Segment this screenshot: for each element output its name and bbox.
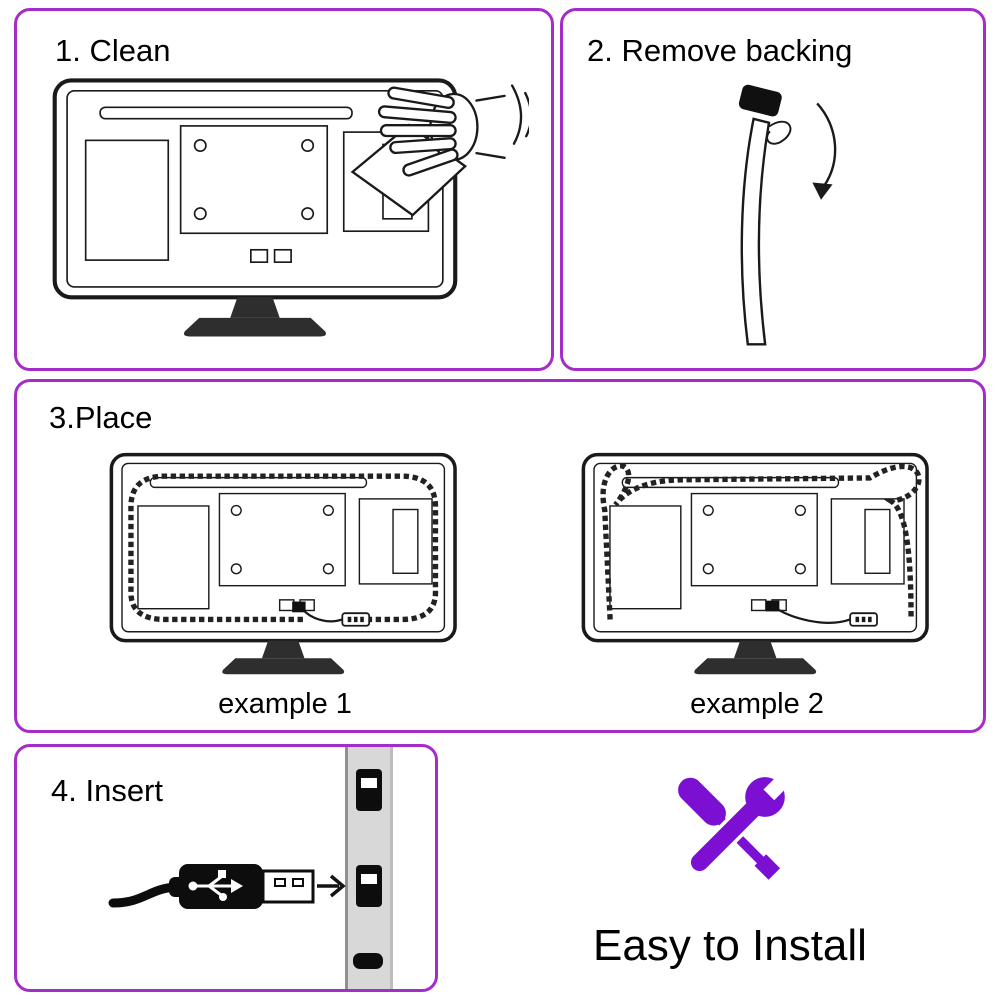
example1-illustration [109,452,457,677]
peel-flap [766,120,792,145]
strip-backing-tip [738,84,782,117]
usb-plug-mini [292,601,306,613]
strip-controller [849,612,878,627]
usb-trident-logo [188,870,243,901]
hdmi-port-bottom [353,953,383,969]
step4-panel: 4. Insert [14,744,438,992]
step3-title: 3.Place [49,400,153,435]
usb-plug-mini [765,600,780,612]
screwdriver-wrench-icon [678,768,796,880]
controller-cable [776,607,851,624]
example1-caption: example 1 [218,687,352,720]
led-strip-path [600,463,922,620]
peel-arrow-icon [816,102,837,191]
step2-title: 2. Remove backing [587,33,853,68]
strip-controller [341,612,371,627]
hand-wipe-icon [377,84,529,177]
led-strip-peel-icon [738,84,837,346]
example2-illustration [581,452,929,677]
wrench [687,768,796,875]
tv-side-ports [345,747,393,989]
step3-panel: 3.Place example 1 [14,379,986,733]
usb-port-middle [356,865,382,907]
insert-arrow-icon [317,874,346,898]
peel-arrowhead [812,182,833,200]
example2-figure: example 2 [551,426,963,721]
easy-install-tagline: Easy to Install [593,921,867,970]
motion-lines [475,84,529,159]
tv-back-illustration [109,452,457,677]
usb-insert-illustration [108,747,393,989]
led-strip-path [128,473,439,623]
usb-cable [108,882,180,908]
step1-panel: 1. Clean [14,8,554,371]
example2-caption: example 2 [690,687,824,720]
tv-clean-illustration [41,61,529,371]
easy-install-block: Easy to Install [530,762,930,971]
plug-metal-shield [261,869,315,904]
step1-title: 1. Clean [55,33,171,68]
led-strip-body [740,117,771,346]
usb-port-top [356,769,382,811]
step2-panel: 2. Remove backing [560,8,986,371]
usb-plug-icon [108,864,315,909]
example1-figure: example 1 [79,426,491,721]
step4-title: 4. Insert [51,773,163,808]
